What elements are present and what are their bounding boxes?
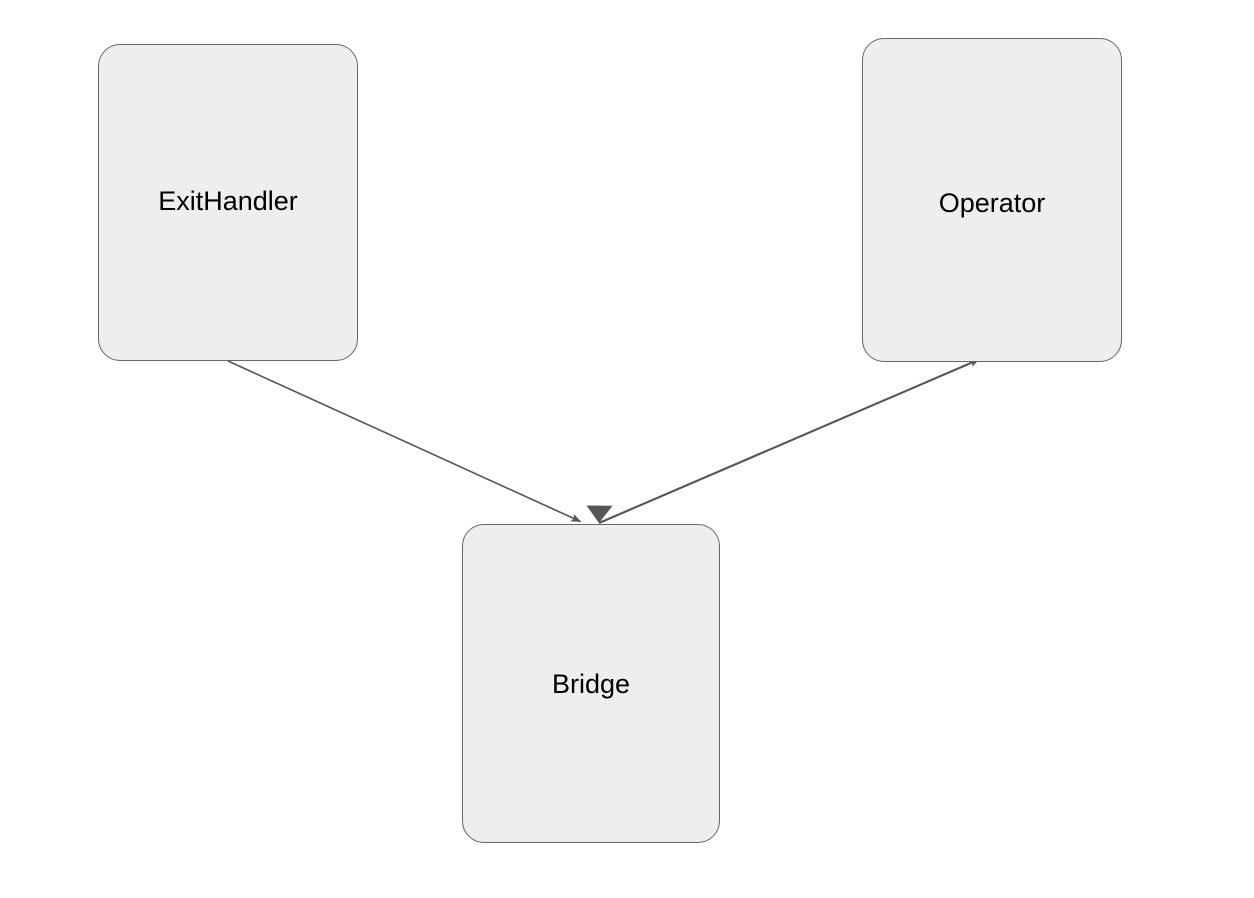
- edge-line: [227, 360, 582, 523]
- node-operator-label: Operator: [938, 187, 1046, 218]
- node-bridge-label: Bridge: [551, 669, 631, 699]
- node-exithandler-label: ExitHandler: [158, 186, 298, 216]
- edge-arrowhead-at-bridge: [586, 505, 613, 523]
- node-exithandler[interactable]: ExitHandler: [98, 44, 358, 361]
- edge-line: [598, 358, 980, 524]
- node-bridge[interactable]: Bridge: [462, 524, 720, 843]
- edge-exithandler-to-bridge: [227, 360, 582, 523]
- node-operator[interactable]: Operator: [862, 38, 1122, 362]
- edge-bridge-to-operator: [586, 358, 980, 524]
